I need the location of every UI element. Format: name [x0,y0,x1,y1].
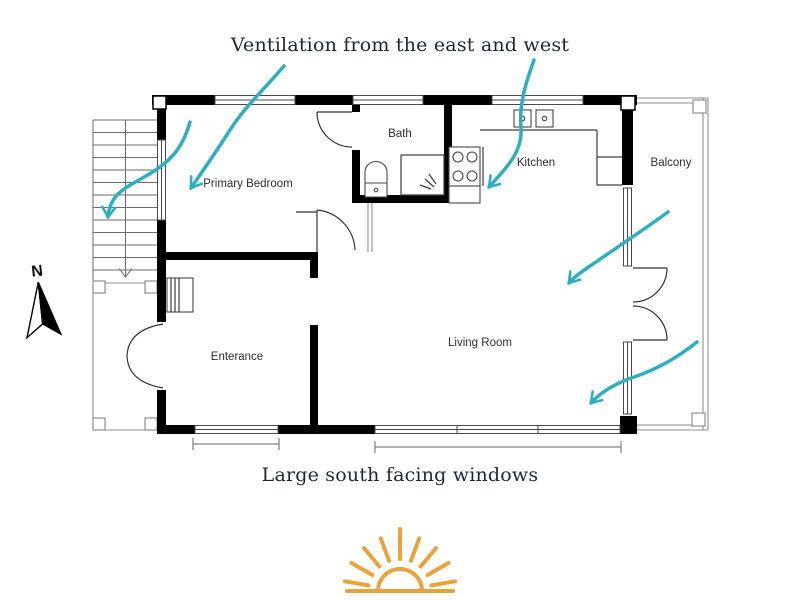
room-label-primary-bedroom: Primary Bedroom [203,178,292,190]
corner-post [620,95,636,111]
airflow-arrows [101,58,699,405]
hall-partition [367,203,373,252]
room-label-entrance: Enterance [211,351,263,363]
north-arrow-icon: N [25,263,63,340]
diagram-caption: Large south facing windows [261,464,539,486]
airflow-arrow-east-upper [567,210,670,285]
airflow-arrow-west-stairs [101,120,192,220]
bath-fixtures [364,154,445,198]
airflow-arrow-kitchen [487,58,536,189]
stairs [92,119,157,283]
walls [152,95,637,434]
down-arrow-icon [118,268,133,278]
room-label-kitchen: Kitchen [517,157,555,169]
room-label-bath: Bath [388,128,412,140]
airflow-arrow-west-upper [189,64,286,190]
compass-north-label: N [31,263,44,281]
room-label-living-room: Living Room [448,337,512,349]
rising-sun-icon [342,527,458,593]
balcony-railing [635,97,709,431]
dimension-lines [192,438,622,453]
entrance-closet [166,277,194,313]
entry-porch [92,280,158,431]
airflow-arrow-east-lower [589,340,699,405]
room-label-balcony: Balcony [651,157,692,169]
corner-post [152,95,167,110]
diagram-title: Ventilation from the east and west [230,34,570,56]
shower-head-icon [419,173,437,190]
doors [126,111,668,389]
windows [157,95,632,434]
